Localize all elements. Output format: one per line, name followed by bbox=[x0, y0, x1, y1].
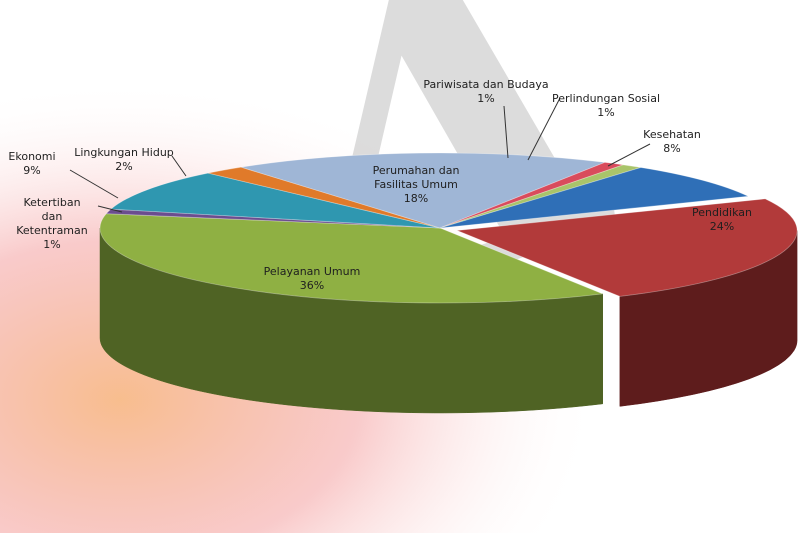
slice-name-kesehatan: Kesehatan bbox=[643, 128, 701, 141]
pie-slice-kesehatan bbox=[439, 167, 750, 229]
slice-value-pariwisata-dan-budaya: 1% bbox=[477, 92, 494, 105]
slice-name-lingkungan-hidup: Lingkungan Hidup bbox=[74, 146, 174, 159]
pie-slice-pariwisata-dan-budaya bbox=[439, 161, 624, 229]
slice-value-lingkungan-hidup: 2% bbox=[115, 160, 132, 173]
pie-sides bbox=[99, 227, 798, 414]
pie-slice-lingkungan-hidup bbox=[208, 166, 441, 229]
pie-side-pendidikan bbox=[619, 230, 798, 407]
slice-value-pelayanan-umum: 36% bbox=[300, 279, 324, 292]
pie-tops bbox=[99, 152, 798, 304]
slice-name-perlindungan-sosial: Perlindungan Sosial bbox=[552, 92, 660, 105]
slice-name-ekonomi: Ekonomi bbox=[8, 150, 55, 163]
slice-name-pendidikan: Pendidikan bbox=[692, 206, 752, 219]
slice-name-ketertiban-dan-ketentraman: Ketentraman bbox=[16, 224, 88, 237]
slice-value-ekonomi: 9% bbox=[23, 164, 40, 177]
slice-name-perumahan-dan-fasilitas-umum: Perumahan dan bbox=[373, 164, 460, 177]
slice-name-pariwisata-dan-budaya: Pariwisata dan Budaya bbox=[423, 78, 548, 91]
slice-value-ketertiban-dan-ketentraman: 1% bbox=[43, 238, 60, 251]
slice-name-perumahan-dan-fasilitas-umum: Fasilitas Umum bbox=[374, 178, 458, 191]
pie-slice-pelayanan-umum bbox=[99, 213, 603, 304]
pie-slice-ekonomi bbox=[109, 172, 441, 229]
slice-name-ketertiban-dan-ketentraman: dan bbox=[42, 210, 63, 223]
slice-value-perumahan-dan-fasilitas-umum: 18% bbox=[404, 192, 428, 205]
slice-name-ketertiban-dan-ketentraman: Ketertiban bbox=[23, 196, 80, 209]
slice-value-kesehatan: 8% bbox=[663, 142, 680, 155]
slice-value-pendidikan: 24% bbox=[710, 220, 734, 233]
pie-slice-pendidikan bbox=[456, 198, 798, 297]
pie-slice-perlindungan-sosial bbox=[439, 164, 641, 229]
slice-value-perlindungan-sosial: 1% bbox=[597, 106, 614, 119]
pie-slice-perumahan-dan-fasilitas-umum bbox=[240, 152, 605, 229]
slice-name-pelayanan-umum: Pelayanan Umum bbox=[264, 265, 361, 278]
